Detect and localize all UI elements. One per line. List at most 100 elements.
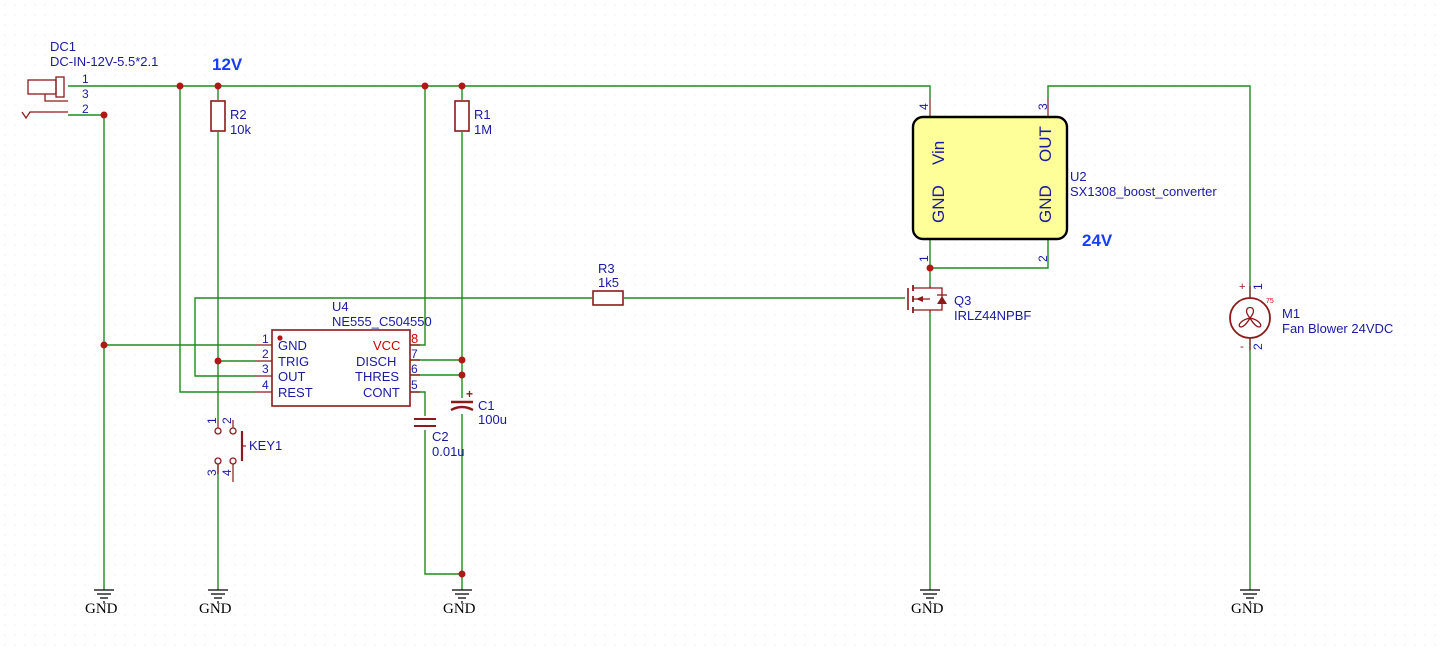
junction [214,357,222,365]
u2-out-label: OUT [1036,126,1055,162]
wire-c2-gnd[interactable] [424,430,462,575]
u2-value: SX1308_boost_converter [1070,184,1217,199]
wire-12v-rail[interactable] [68,85,931,98]
capacitor-c1[interactable]: + C1 100u [450,387,507,427]
c1-plus: + [466,387,473,401]
gnd-symbol[interactable]: GND [199,589,232,617]
wire-vcc[interactable] [410,86,426,346]
dc1-jack[interactable]: DC1 DC-IN-12V-5.5*2.1 1 3 2 [21,39,158,120]
u2-ref: U2 [1070,169,1087,184]
u4-pin-num: 2 [262,347,269,361]
m1-pin2: 2 [1251,343,1265,350]
dc1-pin3: 3 [82,87,89,101]
m1-badge: 75 [1266,298,1274,305]
u2-pin2: 2 [1036,255,1050,262]
key1-pin3: 3 [205,469,219,476]
key1-pin1: 1 [205,417,219,424]
key1-pin2: 2 [220,417,234,424]
gnd-symbol[interactable]: GND [443,589,476,617]
junction [458,356,466,364]
wire-u2-gnd[interactable] [929,240,1049,269]
resistor-r2[interactable]: R2 10k [210,100,251,137]
u4-pin-num: 8 [411,331,418,346]
u4-pin-num: 5 [411,378,418,392]
u4-pin-name: THRES [355,369,399,384]
u4-pin-num: 6 [411,362,418,376]
wires [68,85,1251,590]
c1-value: 100u [478,412,507,427]
m1-pin1: 1 [1251,283,1265,290]
r1-ref: R1 [474,107,491,122]
junction [458,82,466,90]
c2-ref: C2 [432,429,449,444]
u2-gnd-right-label: GND [1036,185,1055,223]
wire-cont[interactable] [410,391,426,416]
junction [926,264,934,272]
junction [458,371,466,379]
u4-pin-num: 4 [262,378,269,392]
u4-pin-name: CONT [363,385,400,400]
q3-ref: Q3 [954,293,971,308]
dc1-ref: DC1 [50,39,76,54]
fan-m1[interactable]: 75 + - 1 2 M1 Fan Blower 24VDC [1229,281,1393,353]
gnd-symbol[interactable]: GND [1231,589,1264,617]
u2-vin-label: Vin [929,141,948,165]
r2-ref: R2 [230,107,247,122]
gnd-symbol[interactable]: GND [911,589,944,617]
key1-pin4: 4 [220,469,234,476]
net-label-24v[interactable]: 24V [1082,231,1113,250]
u4-pin-name: TRIG [278,354,309,369]
u2-pin3: 3 [1036,103,1050,110]
u4-pin-name: VCC [373,338,400,353]
junction [458,570,466,578]
key1-ref: KEY1 [249,438,282,453]
u4-value: NE555_C504550 [332,314,432,329]
q3-value: IRLZ44NPBF [954,308,1031,323]
junction [214,82,222,90]
resistor-r1[interactable]: R1 1M [454,100,492,137]
m1-value: Fan Blower 24VDC [1282,321,1393,336]
wire-24v-out[interactable] [1047,85,1251,298]
switch-key1[interactable]: KEY1 1 2 3 4 [205,417,282,482]
resistor-r3[interactable]: R3 1k5 [592,261,624,306]
gnd-label: GND [1231,601,1264,617]
wire-out-r3[interactable] [194,297,592,377]
u2-pin4: 4 [917,103,931,110]
u4-pin-num: 1 [262,332,269,346]
junction [100,111,108,119]
gnd-label: GND [199,601,232,617]
u4-pin-num: 3 [262,362,269,376]
m1-ref: M1 [1282,306,1300,321]
u2-pin1: 1 [917,255,931,262]
net-label-12v[interactable]: 12V [212,55,243,74]
c1-ref: C1 [478,398,495,413]
u4-pin-num: 7 [411,347,418,361]
u2-gnd-left-label: GND [929,185,948,223]
u4-pin-name: GND [278,338,307,353]
gnd-label: GND [443,601,476,617]
u4-pin-name: OUT [278,369,306,384]
gnd-symbol[interactable]: GND [85,589,118,617]
u4-ref: U4 [332,299,349,314]
m1-plus: + [1239,281,1245,293]
dc1-pin1: 1 [82,72,89,86]
wire-rest[interactable] [179,86,255,393]
r3-value: 1k5 [598,275,619,290]
ic-u4-ne555[interactable]: U4 NE555_C504550 1 GND 2 TRIG 3 OUT 4 RE… [255,299,432,407]
capacitor-c2[interactable]: C2 0.01u [414,418,465,459]
r1-value: 1M [474,122,492,137]
r3-ref: R3 [598,261,615,276]
m1-minus: - [1240,339,1244,353]
wire-dc1-gnd[interactable] [68,114,105,590]
c2-value: 0.01u [432,444,465,459]
junction [100,341,108,349]
mosfet-q3[interactable]: Q3 IRLZ44NPBF [905,285,1031,323]
junctions [100,82,934,578]
dc1-value: DC-IN-12V-5.5*2.1 [50,54,158,69]
u4-pin-name: DISCH [356,354,396,369]
dc1-pin2: 2 [82,102,89,116]
module-u2-sx1308[interactable]: 4 3 1 2 Vin GND OUT GND U2 SX1308_boost_… [911,98,1217,262]
r2-value: 10k [230,122,251,137]
